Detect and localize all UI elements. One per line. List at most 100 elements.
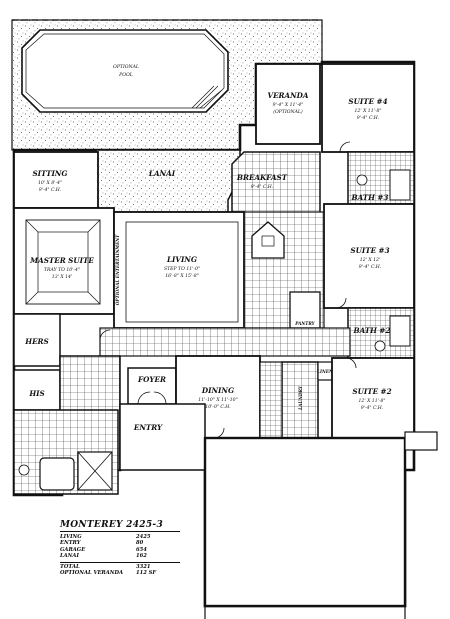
living-step-down (125, 221, 239, 323)
pool-coping (25, 33, 225, 109)
area-row: ENTRY 80 (60, 540, 180, 546)
area-row: LANAI 162 (60, 553, 180, 559)
bath-3-tub (389, 169, 411, 201)
living-label: LIVING (166, 255, 197, 264)
suite-2-ceiling: 9'-4" C.H. (361, 405, 384, 411)
laundry-room[interactable] (281, 361, 319, 441)
suite-3-dim: 12' X 12' (360, 257, 380, 263)
area-row-value: 162 (136, 553, 147, 560)
area-row-label: LANAI (60, 553, 79, 560)
suite-2-dim: 12' X 11'-8" (359, 398, 386, 404)
model-title: MONTEREY 2425-3 (60, 520, 164, 530)
veranda-note: (OPTIONAL) (273, 108, 303, 115)
breakfast-ceiling: 9'-4" C.H. (251, 184, 274, 190)
entry[interactable] (119, 403, 206, 471)
door-master[interactable] (99, 329, 111, 341)
suite-4-ceiling: 9'-4" C.H. (357, 115, 380, 121)
suite-4[interactable] (321, 63, 415, 153)
veranda[interactable] (255, 63, 321, 145)
title-rule (60, 531, 180, 532)
area-total-row: TOTAL 3321 (60, 561, 180, 570)
master-shower-x (77, 451, 113, 491)
bath-3-label: BATH #3 (351, 193, 389, 202)
master-tray-ceiling (25, 219, 101, 305)
linen-label: LINEN (316, 369, 333, 374)
suite-2[interactable] (331, 357, 415, 439)
his-closet[interactable] (13, 369, 61, 411)
sitting-label: SITTING (32, 169, 67, 178)
area-row-value: 80 (136, 540, 144, 547)
master-suite-dim-2: 13' X 14' (52, 274, 72, 280)
area-row-label: GARAGE (60, 546, 86, 553)
area-optional-row: OPTIONAL VERANDA 112 SF (60, 570, 180, 576)
area-row-value: 654 (136, 546, 147, 553)
living-room[interactable] (113, 211, 245, 329)
door-suite-4[interactable] (339, 141, 351, 153)
suite-4-dim: 12' X 11'-8" (355, 108, 382, 114)
hers-closet[interactable] (13, 313, 61, 367)
entertainment-label: OPTIONAL ENTERTAINMENT (115, 234, 120, 305)
service-area (259, 361, 283, 439)
pool-steps (191, 85, 223, 109)
door-suite-3[interactable] (335, 297, 347, 309)
master-tray-corners (25, 219, 101, 305)
bath-2-tub (389, 315, 411, 347)
area-optional-value: 112 SF (136, 570, 157, 577)
master-tray-inner (37, 231, 89, 293)
living-dim: STEP TO 11'-0" (164, 266, 200, 272)
master-toilet (18, 464, 30, 476)
master-suite-dim: TRAY TO 10'-4" (44, 267, 80, 273)
lanai-label: LANAI (148, 169, 176, 178)
garage[interactable] (203, 436, 407, 608)
area-total-label: TOTAL (60, 563, 80, 570)
bath-3-toilet (356, 174, 368, 186)
door-garage[interactable] (213, 427, 225, 439)
veranda-dim: 9'-4" X 11'-4" (273, 102, 304, 108)
driveway-edge (204, 606, 406, 619)
dining-label: DINING (201, 386, 234, 395)
area-row: GARAGE 654 (60, 547, 180, 553)
sitting-room[interactable] (13, 151, 99, 209)
breakfast-label: BREAKFAST (236, 173, 288, 182)
suite-3[interactable] (323, 203, 415, 309)
dining-dim: 11'-10" X 11'-10" (198, 397, 237, 403)
area-row-label: LIVING (60, 534, 82, 540)
bath-2-label: BATH #2 (353, 326, 391, 335)
master-tub (39, 457, 75, 491)
pool[interactable] (21, 29, 229, 113)
suite-3-label: SUITE #3 (350, 246, 389, 255)
door-suite-2[interactable] (345, 357, 357, 369)
main-hallway (99, 327, 351, 357)
garage-service-door[interactable] (404, 431, 438, 451)
hers-label: HERS (24, 337, 48, 346)
bath-2-toilet (374, 340, 386, 352)
kitchen-sink (261, 235, 275, 247)
area-total-value: 3321 (136, 563, 151, 570)
sitting-ceiling: 9'-4" C.H. (39, 187, 62, 193)
area-optional-label: OPTIONAL VERANDA (60, 570, 124, 577)
his-label: HIS (28, 389, 44, 398)
suite-4-label: SUITE #4 (348, 97, 387, 106)
pool-label: OPTIONAL (113, 64, 139, 70)
dining-ceiling: 10'-0" C.H. (205, 404, 231, 410)
sitting-dim: 10' X 8'-4" (38, 180, 62, 186)
veranda-label: VERANDA (268, 91, 309, 100)
lanai[interactable] (95, 149, 241, 213)
foyer-label: FOYER (137, 375, 166, 384)
door-foyer[interactable] (137, 391, 167, 405)
foyer[interactable] (127, 367, 177, 405)
area-row-label: ENTRY (60, 540, 81, 547)
laundry-label: LAUNDRY (298, 385, 303, 411)
pantry-label: PANTRY (294, 321, 315, 326)
master-suite-label: MASTER SUITE (29, 256, 94, 265)
living-dim-2: 16'-8" X 15'-8" (165, 273, 199, 279)
pool-label-2: POOL (118, 72, 133, 78)
suite-2-label: SUITE #2 (352, 387, 391, 396)
entry-label: ENTRY (133, 423, 163, 432)
suite-3-ceiling: 9'-4" C.H. (359, 264, 382, 270)
kitchen-island[interactable] (251, 221, 285, 259)
